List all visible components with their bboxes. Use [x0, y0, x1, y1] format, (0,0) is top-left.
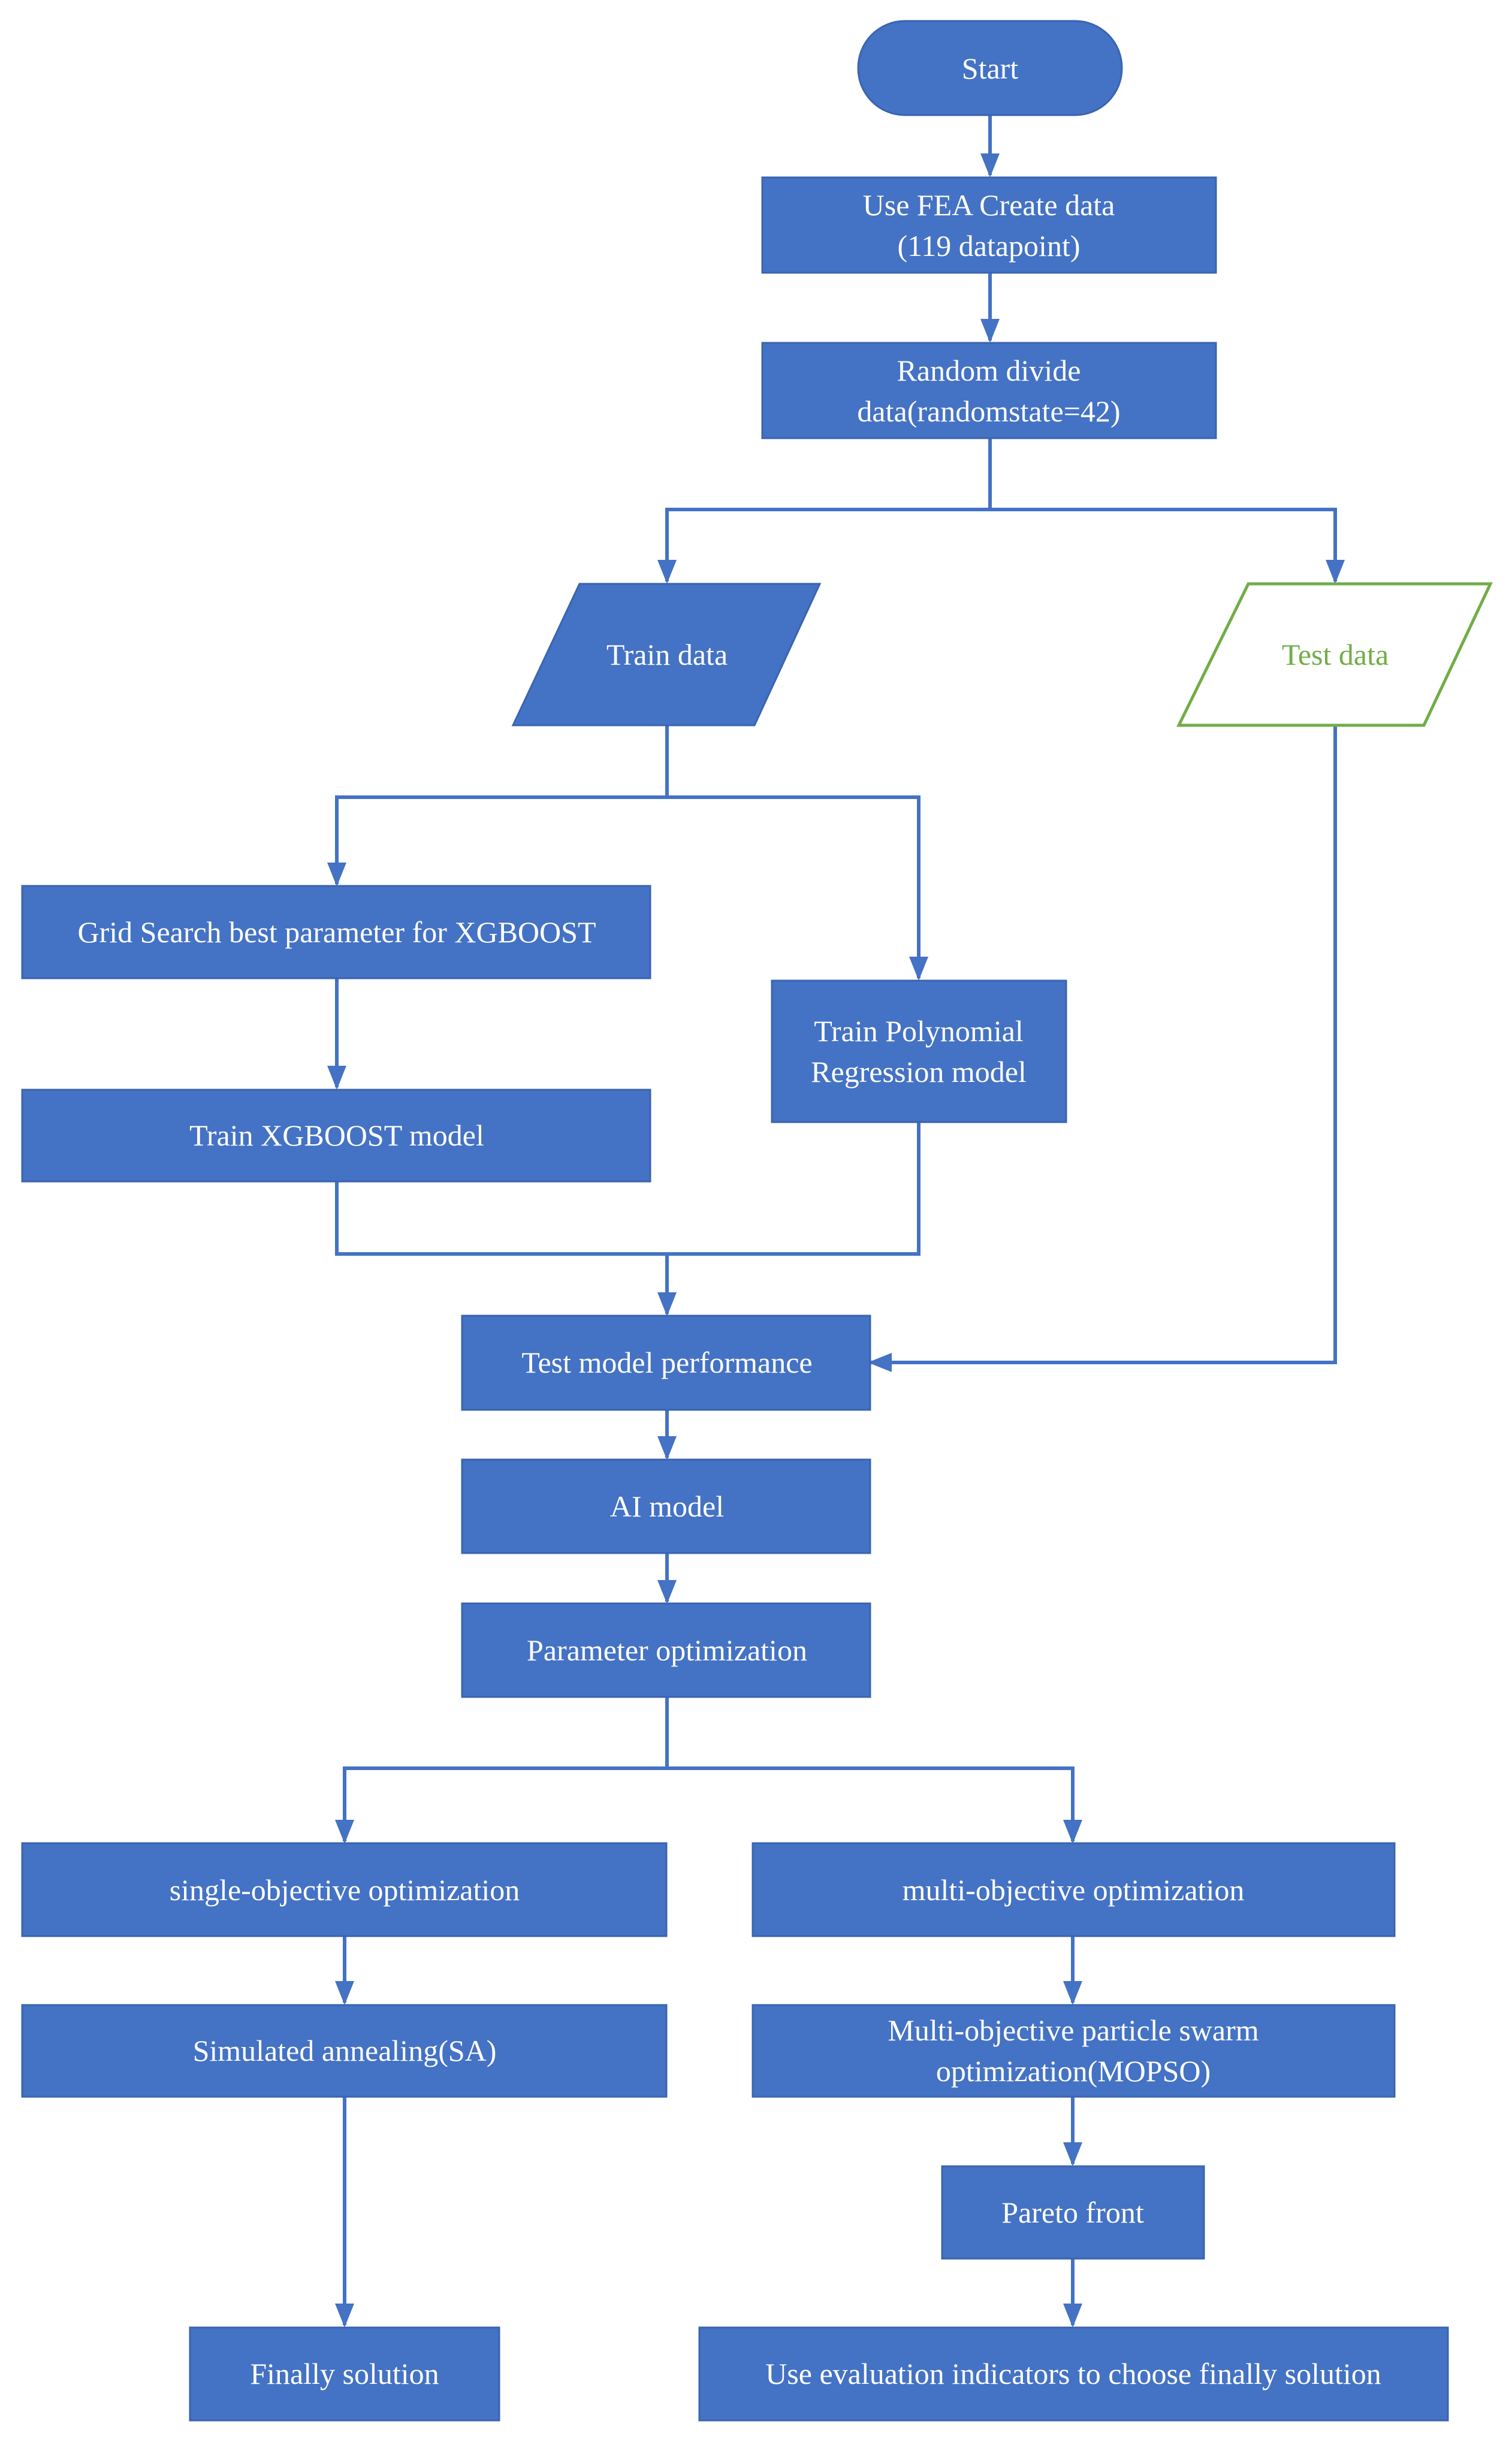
- test-data-label-line-1: Test data: [1282, 638, 1389, 671]
- grid-search-label: Grid Search best parameter for XGBOOST: [77, 915, 596, 949]
- grid-search-node: Grid Search best parameter for XGBOOST: [21, 885, 651, 979]
- mopso-node: Multi-objective particle swarm optimizati…: [752, 2004, 1396, 2098]
- start-label: Start: [962, 52, 1019, 85]
- simulated-annealing-node: Simulated annealing(SA): [21, 2004, 668, 2098]
- train-xgb-label: Train XGBOOST model: [189, 1119, 484, 1152]
- param-opt-label: Parameter optimization: [527, 1633, 807, 1667]
- edge-train-poly-to-test-perf: [667, 1122, 921, 1256]
- random-divide-node: Random divide data(randomstate=42): [761, 342, 1217, 439]
- train-poly-label-line-1: Train Polynomial: [814, 1014, 1024, 1048]
- sa-label-line-1: Simulated annealing(SA): [193, 2034, 497, 2067]
- multi-obj-label: multi-objective optimization: [903, 1873, 1245, 1907]
- test-data-node: Test data: [1176, 582, 1493, 727]
- train-poly-label-line-2: Regression model: [811, 1055, 1027, 1089]
- train-data-label-line-1: Train data: [606, 638, 728, 671]
- test-perf-label-line-1: Test model performance: [521, 1346, 812, 1379]
- param-opt-label-line-1: Parameter optimization: [527, 1633, 807, 1667]
- start-node: Start: [857, 20, 1123, 116]
- fea-label-line-2: (119 datapoint): [897, 229, 1080, 263]
- random-divide-label: Random divide data(randomstate=42): [857, 354, 1120, 428]
- test-perf-label: Test model performance: [521, 1346, 812, 1379]
- pareto-front-node: Pareto front: [941, 2165, 1205, 2260]
- parameter-optimization-node: Parameter optimization: [461, 1602, 871, 1698]
- edge-test-data-to-test-perf: [868, 725, 1337, 1372]
- pareto-label-line-1: Pareto front: [1001, 2196, 1144, 2229]
- edges: [327, 115, 1345, 2328]
- fea-data-node: Use FEA Create data (119 datapoint): [761, 176, 1217, 274]
- edge-train-data-to-grid-search: [327, 725, 669, 887]
- mopso-label-line-2: optimization(MOPSO): [936, 2054, 1211, 2088]
- test-data-label: Test data: [1282, 638, 1389, 671]
- multi-objective-node: multi-objective optimization: [752, 1842, 1396, 1937]
- edge-random-divide-to-test-data: [990, 508, 1345, 584]
- final-single-label: Finally solution: [250, 2357, 439, 2390]
- final-single-label-line-1: Finally solution: [250, 2357, 439, 2390]
- final-solution-single-node: Finally solution: [189, 2326, 500, 2422]
- single-obj-label: single-objective optimization: [170, 1873, 520, 1907]
- pareto-label: Pareto front: [1001, 2196, 1144, 2229]
- final-multi-label-line-1: Use evaluation indicators to choose fina…: [765, 2357, 1381, 2390]
- edge-random-divide-to-train-data: [657, 438, 992, 584]
- test-performance-node: Test model performance: [461, 1315, 871, 1411]
- start-label-line-1: Start: [962, 52, 1019, 85]
- random-divide-label-line-2: data(randomstate=42): [857, 394, 1120, 428]
- fea-label: Use FEA Create data (119 datapoint): [863, 188, 1115, 263]
- final-solution-multi-node: Use evaluation indicators to choose fina…: [698, 2326, 1449, 2422]
- train-data-node: Train data: [511, 583, 822, 726]
- single-obj-label-line-1: single-objective optimization: [170, 1873, 520, 1907]
- edge-train-xgb-to-test-perf: [335, 1181, 677, 1316]
- random-divide-label-line-1: Random divide: [897, 354, 1081, 387]
- ai-model-node: AI model: [461, 1458, 871, 1554]
- mopso-label-line-1: Multi-objective particle swarm: [888, 2013, 1259, 2047]
- train-data-label: Train data: [606, 638, 728, 671]
- edge-param-opt-to-multi-obj: [667, 1766, 1082, 1844]
- train-xgb-label-line-1: Train XGBOOST model: [189, 1119, 484, 1152]
- train-xgb-node: Train XGBOOST model: [21, 1089, 651, 1183]
- single-objective-node: single-objective optimization: [21, 1842, 668, 1937]
- edge-param-opt-to-single-obj: [335, 1697, 669, 1844]
- edge-train-data-to-train-poly: [667, 795, 928, 981]
- final-multi-label: Use evaluation indicators to choose fina…: [765, 2357, 1381, 2390]
- ai-model-label: AI model: [610, 1490, 724, 1523]
- multi-obj-label-line-1: multi-objective optimization: [903, 1873, 1245, 1907]
- mopso-label: Multi-objective particle swarm optimizati…: [888, 2013, 1259, 2088]
- sa-label: Simulated annealing(SA): [193, 2034, 497, 2067]
- fea-label-line-1: Use FEA Create data: [863, 188, 1115, 222]
- grid-search-label-line-1: Grid Search best parameter for XGBOOST: [77, 915, 596, 949]
- ai-model-label-line-1: AI model: [610, 1490, 724, 1523]
